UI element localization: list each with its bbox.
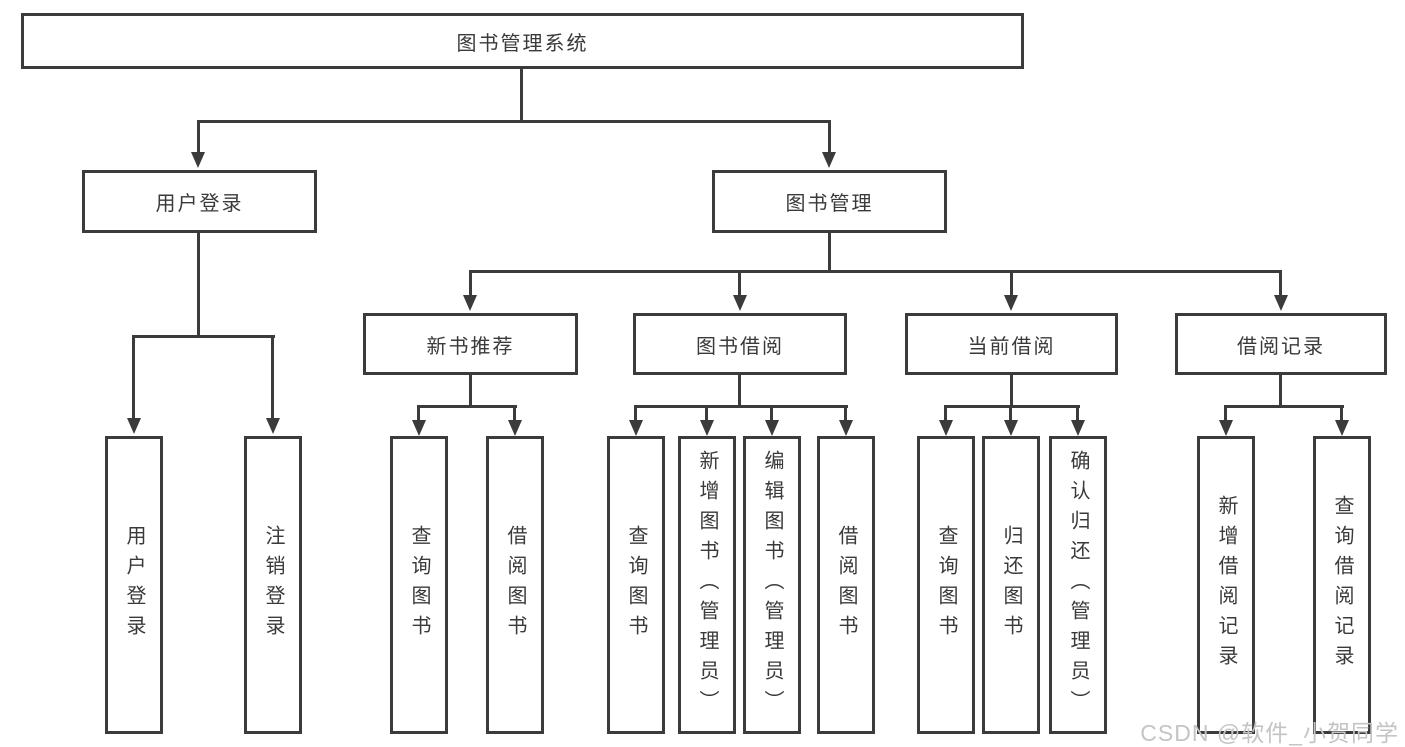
arrowhead-icon [1004,295,1018,311]
leaf-add-books-admin: 新增图书（管理员） [678,436,736,734]
csdn-watermark: CSDN @软件_小贺同学 [1140,720,1399,746]
leaf-label: 借阅图书 [504,525,526,645]
arrowhead-icon [1274,295,1288,311]
connector-g3-stem [738,375,741,405]
leaf-label: 查询图书 [625,525,647,645]
arrowhead-icon [191,152,205,168]
root-node-library-system: 图书管理系统 [21,13,1024,69]
user-login-label: 用户登录 [155,193,244,215]
leaf-query-books-borrow: 查询图书 [607,436,665,734]
arrowhead-icon [1004,420,1018,436]
connector-drop-user-login [197,120,200,154]
leaf-borrow-books: 借阅图书 [817,436,875,734]
arrowhead-icon [412,420,426,436]
connector-drop-book-borrow [738,270,741,295]
arrowhead-icon [266,418,280,434]
arrowhead-icon [1071,420,1085,436]
arrowhead-icon [1219,420,1233,436]
connector-g5-rail [1224,405,1344,408]
leaf-label: 确认归还（管理员） [1067,450,1089,720]
connector-bookmgmt-stem [828,233,831,270]
connector-drop-borrow-record [1279,270,1282,295]
connector-g3-drop2 [705,405,708,420]
arrowhead-icon [733,295,747,311]
book-management-label: 图书管理 [785,193,874,215]
leaf-add-borrow-record: 新增借阅记录 [1197,436,1255,734]
connector-drop-current-borrow [1010,270,1013,295]
new-book-recommend-node: 新书推荐 [363,313,578,375]
connector-g2-drop2 [513,405,516,420]
connector-g4-rail [944,405,1080,408]
connector-root-stem [520,69,523,120]
connector-g4-drop1 [944,405,947,420]
connector-g2-stem [469,375,472,405]
leaf-label: 借阅图书 [835,525,857,645]
arrowhead-icon [1335,420,1349,436]
leaf-label: 新增借阅记录 [1215,495,1237,675]
connector-g2-drop1 [417,405,420,420]
connector-g3-drop3 [770,405,773,420]
leaf-user-login: 用户登录 [105,436,163,734]
current-borrow-label: 当前借阅 [967,335,1056,358]
connector-bookmgmt-rail [469,270,1282,273]
arrowhead-icon [822,152,836,168]
leaf-label: 查询图书 [408,525,430,645]
leaf-user-login-label: 用户登录 [123,525,145,645]
book-management-node: 图书管理 [712,170,947,233]
arrowhead-icon [839,420,853,436]
user-login-node: 用户登录 [82,170,317,233]
leaf-query-books-recommend: 查询图书 [390,436,448,734]
connector-drop-book-management [828,120,831,154]
arrowhead-icon [508,420,522,436]
connector-g5-drop1 [1224,405,1227,420]
connector-g2-rail [417,405,517,408]
current-borrow-node: 当前借阅 [905,313,1118,375]
connector-g5-drop2 [1340,405,1343,420]
leaf-label: 新增图书（管理员） [696,450,718,720]
arrowhead-icon [700,420,714,436]
new-book-recommend-label: 新书推荐 [426,335,515,358]
leaf-label: 查询图书 [935,525,957,645]
connector-g5-stem [1279,375,1282,405]
arrowhead-icon [463,295,477,311]
leaf-label: 查询借阅记录 [1331,495,1353,675]
connector-drop-leaf-login [132,335,135,418]
connector-userlogin-stem [197,233,200,335]
arrowhead-icon [127,418,141,434]
leaf-logout-label: 注销登录 [262,525,284,645]
arrowhead-icon [765,420,779,436]
leaf-return-books: 归还图书 [982,436,1040,734]
leaf-query-books-current: 查询图书 [917,436,975,734]
root-node-label: 图书管理系统 [456,32,589,55]
connector-g4-stem [1010,375,1013,405]
leaf-logout: 注销登录 [244,436,302,734]
connector-drop-leaf-logout [271,335,274,418]
borrow-record-label: 借阅记录 [1237,335,1325,358]
connector-g4-drop3 [1076,405,1079,420]
arrowhead-icon [629,420,643,436]
book-borrow-label: 图书借阅 [696,335,784,358]
leaf-borrow-books-recommend: 借阅图书 [486,436,544,734]
connector-g3-drop1 [634,405,637,420]
leaf-query-borrow-record: 查询借阅记录 [1313,436,1371,734]
connector-drop-new-book [469,270,472,295]
connector-g3-drop4 [844,405,847,420]
connector-g3-rail [634,405,848,408]
borrow-record-node: 借阅记录 [1175,313,1387,375]
leaf-edit-books-admin: 编辑图书（管理员） [743,436,801,734]
leaf-confirm-return-admin: 确认归还（管理员） [1049,436,1107,734]
connector-g4-drop2 [1009,405,1012,420]
leaf-label: 归还图书 [1000,525,1022,645]
book-borrow-node: 图书借阅 [633,313,847,375]
connector-userlogin-rail [132,335,275,338]
connector-root-rail [197,120,831,123]
leaf-label: 编辑图书（管理员） [761,450,783,720]
arrowhead-icon [939,420,953,436]
